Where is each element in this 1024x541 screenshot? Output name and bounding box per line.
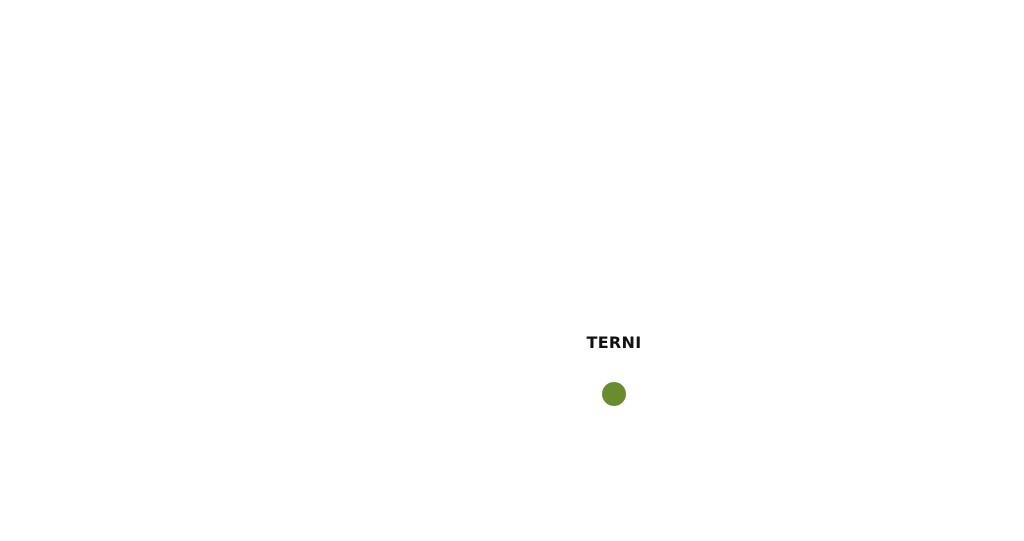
- location-dot-icon[interactable]: [602, 382, 626, 406]
- city-label: TERNI: [586, 333, 642, 352]
